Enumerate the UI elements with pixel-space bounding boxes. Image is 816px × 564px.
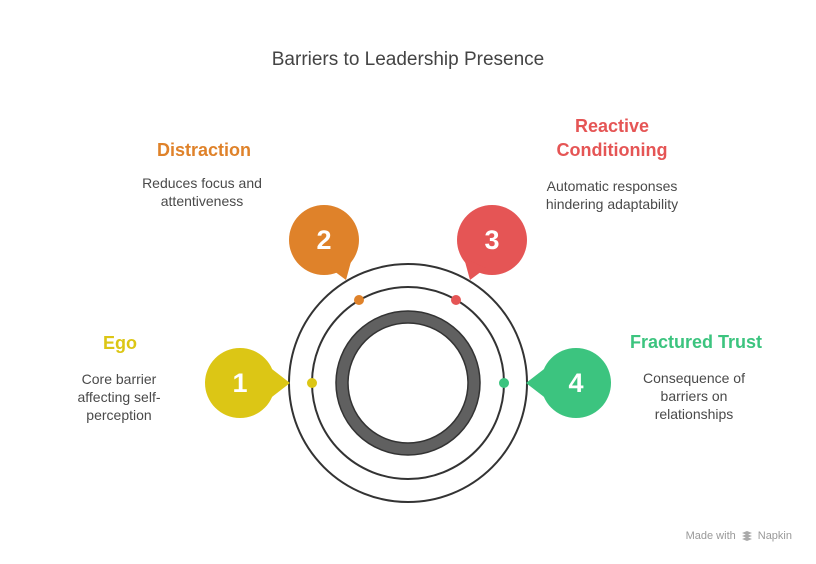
number-1: 1: [232, 367, 248, 398]
heading-ego: Ego: [103, 333, 137, 353]
description-ego: Core barrier affecting self-perception: [77, 371, 161, 423]
number-2: 2: [316, 224, 332, 255]
heading-reactive-conditioning: Reactive Conditioning: [556, 116, 668, 160]
marker-dot-3: [451, 295, 461, 305]
marker-dot-2: [354, 295, 364, 305]
bubble-2: [289, 205, 359, 280]
inner-ring-edge-inner: [347, 322, 469, 444]
bubble-1: [205, 348, 290, 418]
napkin-watermark: Made with Napkin: [686, 530, 792, 542]
description-fractured-trust: Consequence of barriers on relationships: [643, 370, 745, 422]
made-with-label: Made with: [685, 530, 736, 542]
number-3: 3: [484, 224, 500, 255]
inner-ring-edge: [335, 310, 481, 456]
outer-ring: [288, 263, 528, 503]
number-4: 4: [568, 367, 584, 398]
heading-fractured-trust: Fractured Trust: [629, 332, 763, 352]
marker-dot-4: [499, 378, 509, 388]
description-distraction: Reduces focus and attentiveness: [142, 175, 262, 209]
diagram-title: Barriers to Leadership Presence: [271, 49, 545, 70]
description-reactive-conditioning: Automatic responses hindering adaptabili…: [545, 178, 679, 212]
bubble-3: [457, 205, 527, 280]
napkin-logo-icon: [741, 531, 752, 541]
inner-ring: [336, 311, 480, 455]
napkin-brand: Napkin: [757, 530, 792, 542]
heading-distraction: Distraction: [156, 140, 252, 160]
bubble-4: [526, 348, 611, 418]
marker-dot-1: [307, 378, 317, 388]
